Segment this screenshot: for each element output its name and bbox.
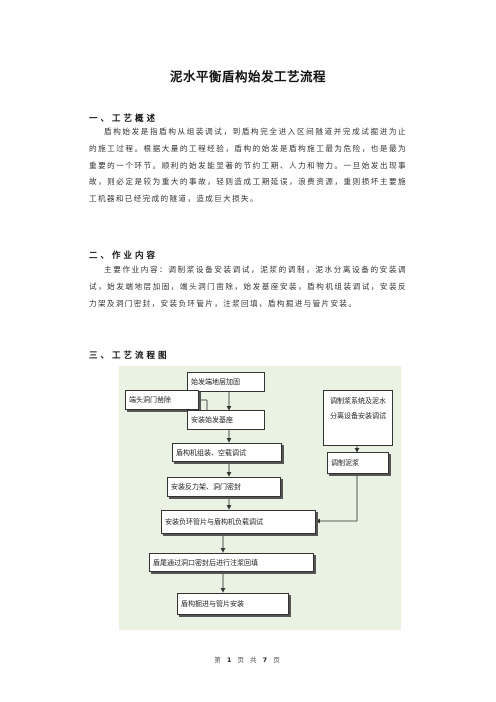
footer-prefix: 第 <box>214 656 223 664</box>
section-heading-flowchart: 三、工艺流程图 <box>89 351 170 361</box>
section-body-overview: 盾构始发是指盾构从组装调试，到盾构完全进入区间隧道并完成试掘进为止的施工过程。根… <box>89 127 407 204</box>
footer-mid: 页 共 <box>237 656 259 664</box>
footer-page-number: 1 <box>226 656 234 664</box>
flow-node-reaction-frame: 安装反力架、洞门密封 <box>167 477 281 497</box>
flowchart: 始发端地层加固 端头洞门凿除 安装始发基座 盾构机组装、空载调试 安装反力架、洞… <box>119 366 401 630</box>
flow-node-advance: 盾构掘进与管片安装 <box>177 593 289 615</box>
flowchart-arrows <box>199 392 360 593</box>
flow-node-tunnel-door: 端头洞门凿除 <box>125 390 199 410</box>
footer-total-pages: 7 <box>262 656 270 664</box>
flow-node-base-install: 安装始发基座 <box>187 410 265 430</box>
page-footer: 第 1 页 共 7 页 <box>0 654 496 664</box>
flow-node-grouting: 盾尾通过洞口密封后进行注浆回填 <box>149 553 314 572</box>
section-body-content: 主要作业内容：调制浆设备安装调试，泥浆的调制，泥水分离设备的安装调试，始发端地层… <box>89 265 407 308</box>
footer-suffix: 页 <box>273 656 282 664</box>
flow-node-slurry-mix: 调制泥浆 <box>327 452 389 474</box>
section-heading-content: 二、作业内容 <box>89 251 159 261</box>
flow-node-ground-reinforce: 始发端地层加固 <box>187 372 265 392</box>
section-heading-overview: 一、工艺概述 <box>89 114 159 124</box>
flow-node-slurry-system: 调制浆系统及泥水分离设备安装调试 <box>323 390 393 446</box>
flow-node-neg-ring: 安装负环管片与盾构机负载调试 <box>161 510 316 534</box>
flow-node-machine-assembly: 盾构机组装、空载调试 <box>172 443 282 462</box>
page-title: 泥水平衡盾构始发工艺流程 <box>169 69 326 84</box>
